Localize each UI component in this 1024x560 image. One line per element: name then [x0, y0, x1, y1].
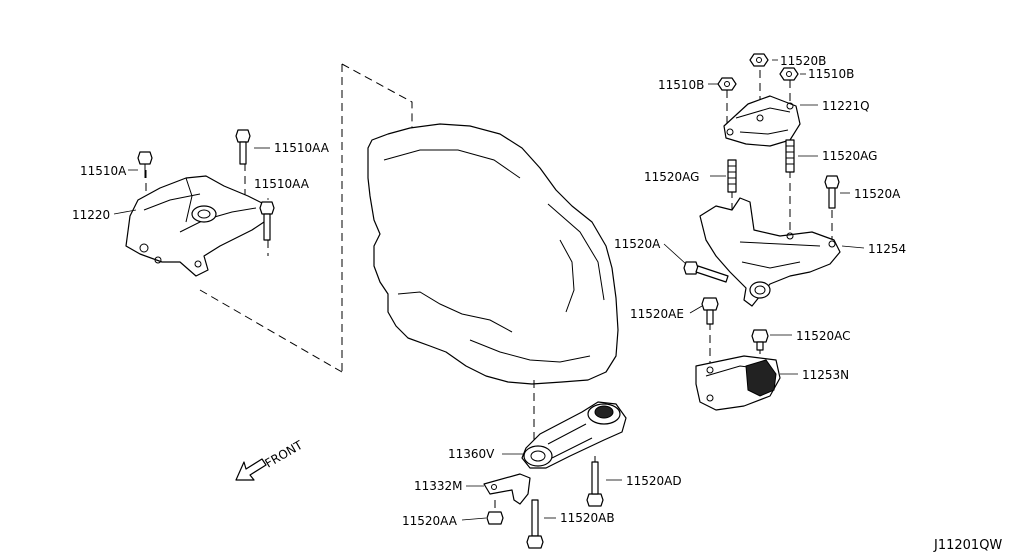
front-label: FRONT [263, 438, 306, 471]
bolt-11510AA-upper [235, 129, 251, 165]
front-arrow-icon [235, 458, 267, 481]
diagram-code: J11201QW [933, 538, 1002, 553]
bolt-11520AB [526, 499, 544, 549]
label-11520AD: 11520AD [626, 474, 682, 488]
label-11510B-right: 11510B [808, 67, 854, 81]
label-11510AA-lower: 11510AA [254, 177, 310, 191]
label-11360V: 11360V [448, 447, 495, 461]
label-11253N: 11253N [802, 368, 849, 382]
nut-11520B [749, 53, 769, 67]
bolt-11520A-right [824, 175, 840, 209]
bracket-11332M [483, 473, 531, 505]
bolt-11520A-center [683, 261, 729, 283]
label-11510AA-upper: 11510AA [274, 141, 330, 155]
torque-rod-11360V [521, 401, 627, 469]
bolt-11520AE [701, 297, 719, 325]
label-11510A: 11510A [80, 164, 127, 178]
label-11520B: 11520B [780, 54, 826, 68]
stud-11520AG-left [727, 159, 737, 193]
mount-11253N [695, 355, 781, 411]
bolt-11520AA [486, 511, 504, 525]
bolt-11510A-left [137, 151, 153, 178]
bracket-11254 [699, 197, 841, 307]
label-11220: 11220 [72, 208, 110, 222]
label-11520AA: 11520AA [402, 514, 458, 528]
nut-11510B-left [717, 77, 737, 91]
left-engine-mount [125, 175, 271, 277]
nut-11510B-right [779, 67, 799, 81]
bolt-11520AD [586, 461, 604, 507]
label-11520AG-right: 11520AG [822, 149, 877, 163]
label-11221Q: 11221Q [822, 99, 870, 113]
stud-11520AC [751, 329, 769, 351]
label-11520AC: 11520AC [796, 329, 851, 343]
label-11520AE: 11520AE [630, 307, 684, 321]
label-11332M: 11332M [414, 479, 463, 493]
label-11254: 11254 [868, 242, 906, 256]
stud-11520AG-right [785, 139, 795, 173]
label-11510B-left: 11510B [658, 78, 704, 92]
label-11520A-right: 11520A [854, 187, 901, 201]
engine-block [367, 123, 619, 385]
label-11520A-center: 11520A [614, 237, 661, 251]
upper-bracket-11221Q [723, 95, 801, 147]
label-11520AG-left: 11520AG [644, 170, 699, 184]
leader-lines [113, 59, 865, 521]
label-11520AB: 11520AB [560, 511, 615, 525]
bolt-11510AA-lower [259, 201, 275, 241]
